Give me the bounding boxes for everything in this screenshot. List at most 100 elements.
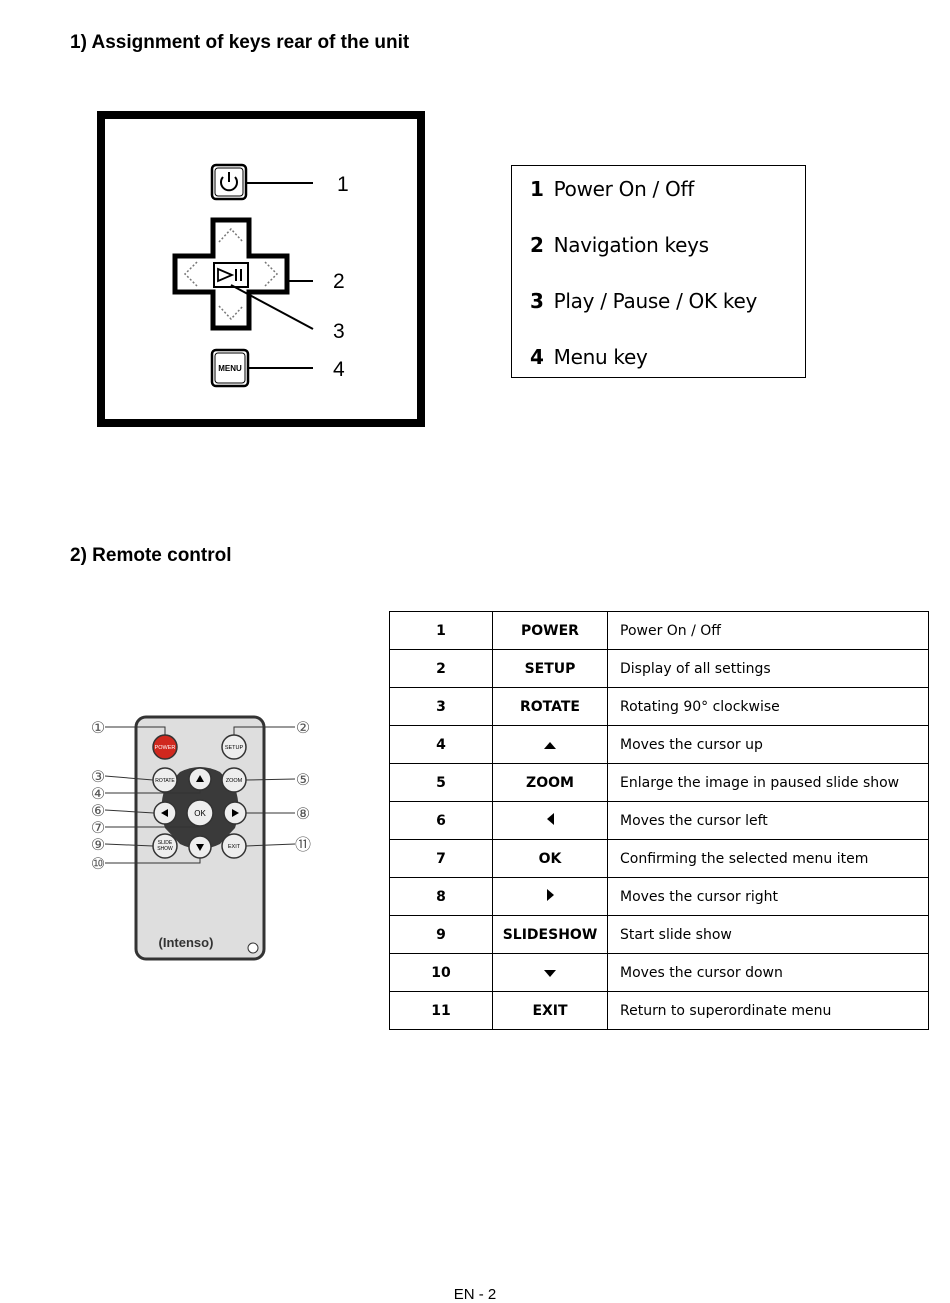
table-row: 6 Moves the cursor left [389,801,929,840]
key-description: Moves the cursor right [607,877,929,916]
key-number: 7 [389,839,493,878]
table-row: 3 ROTATE Rotating 90° clockwise [389,687,929,726]
arrow-down-icon [544,969,556,977]
diagram-callout-4: 4 [333,358,345,381]
device-keys-illustration: MENU 1 2 3 4 [172,163,349,388]
key-number: 10 [389,953,493,992]
key-description: Enlarge the image in paused slide show [607,763,929,802]
key-name: SETUP [492,649,608,688]
key-number: 6 [389,801,493,840]
key-name: ZOOM [492,763,608,802]
remote-callout-7: ⑦ [91,820,105,837]
key-description: Moves the cursor left [607,801,929,840]
legend-item: 3 Play / Pause / OK key [530,289,757,313]
svg-text:SHOW: SHOW [157,846,173,852]
arrow-left-icon [546,812,554,825]
key-number: 3 [389,687,493,726]
table-row: 1 POWER Power On / Off [389,611,929,650]
key-name: EXIT [492,991,608,1030]
legend-number: 3 [530,289,544,313]
device-rear-diagram: MENU 1 2 3 4 [97,111,425,427]
remote-callout-8: ⑧ [296,806,310,823]
key-name: SLIDESHOW [492,915,608,954]
remote-setup-button: SETUP [221,734,247,760]
remote-callout-5: ⑤ [296,772,310,789]
svg-text:POWER: POWER [155,745,176,751]
svg-text:OK: OK [194,809,206,818]
remote-down-button [188,835,212,859]
table-row: 4 Moves the cursor up [389,725,929,764]
legend-item: 4 Menu key [530,345,648,369]
menu-key-icon: MENU [210,348,250,388]
section1-heading: 1) Assignment of keys rear of the unit [70,32,410,53]
legend-item: 1 Power On / Off [530,177,694,201]
remote-ir-sensor-icon [247,942,259,954]
key-name [492,801,608,840]
remote-left-button [153,801,177,825]
remote-callout-11: ⑪ [295,836,311,854]
key-name: POWER [492,611,608,650]
remote-control-illustration: POWER SETUP ROTATE ZOOM OK [91,715,311,961]
key-description: Confirming the selected menu item [607,839,929,878]
remote-power-button: POWER [152,734,178,760]
legend-label: Navigation keys [553,233,709,257]
key-name [492,725,608,764]
legend-label: Power On / Off [553,177,695,201]
remote-callout-6: ⑥ [91,803,105,820]
table-row: 11 EXIT Return to superordinate menu [389,991,929,1030]
key-name [492,877,608,916]
table-row: 9 SLIDESHOW Start slide show [389,915,929,954]
remote-slideshow-button: SLIDE SHOW [152,833,178,859]
table-row: 8 Moves the cursor right [389,877,929,916]
diagram-callout-3: 3 [333,320,345,343]
key-number: 11 [389,991,493,1030]
key-description: Start slide show [607,915,929,954]
legend-item: 2 Navigation keys [530,233,709,257]
key-description: Display of all settings [607,649,929,688]
table-row: 2 SETUP Display of all settings [389,649,929,688]
remote-callout-2: ② [296,720,310,737]
legend-label: Menu key [553,345,648,369]
key-description: Moves the cursor up [607,725,929,764]
remote-key-table: 1 POWER Power On / Off 2 SETUP Display o… [389,611,929,1030]
key-description: Moves the cursor down [607,953,929,992]
legend-number: 4 [530,345,544,369]
diagram-callout-1: 1 [337,173,349,196]
key-number: 8 [389,877,493,916]
key-description: Power On / Off [607,611,929,650]
remote-up-button [188,767,212,791]
legend-number: 2 [530,233,544,257]
legend-number: 1 [530,177,544,201]
diagram-callout-2: 2 [333,270,345,293]
key-name [492,953,608,992]
arrow-up-icon [544,741,556,749]
remote-zoom-button: ZOOM [221,767,247,793]
key-number: 4 [389,725,493,764]
menu-key-label: MENU [218,364,242,373]
key-number: 2 [389,649,493,688]
section2-heading: 2) Remote control [70,545,232,566]
svg-text:ROTATE: ROTATE [155,778,175,784]
play-pause-ok-key-icon [213,262,249,288]
remote-callout-10: ⑩ [91,856,105,873]
table-row: 10 Moves the cursor down [389,953,929,992]
key-description: Return to superordinate menu [607,991,929,1030]
key-number: 1 [389,611,493,650]
key-name: ROTATE [492,687,608,726]
key-number: 5 [389,763,493,802]
remote-callout-1: ① [91,720,105,737]
table-row: 5 ZOOM Enlarge the image in paused slide… [389,763,929,802]
table-row: 7 OK Confirming the selected menu item [389,839,929,878]
key-description: Rotating 90° clockwise [607,687,929,726]
key-legend: 1 Power On / Off 2 Navigation keys 3 Play /… [511,165,806,378]
key-number: 9 [389,915,493,954]
remote-callout-9: ⑨ [91,837,105,854]
remote-callout-4: ④ [91,786,105,803]
legend-label: Play / Pause / OK key [553,289,758,313]
svg-text:ZOOM: ZOOM [226,778,243,784]
remote-exit-button: EXIT [221,833,247,859]
remote-brand-logo: (Intenso) [159,935,214,950]
svg-text:SLIDE: SLIDE [158,840,173,846]
remote-callout-3: ③ [91,769,105,786]
svg-text:SETUP: SETUP [225,745,244,751]
